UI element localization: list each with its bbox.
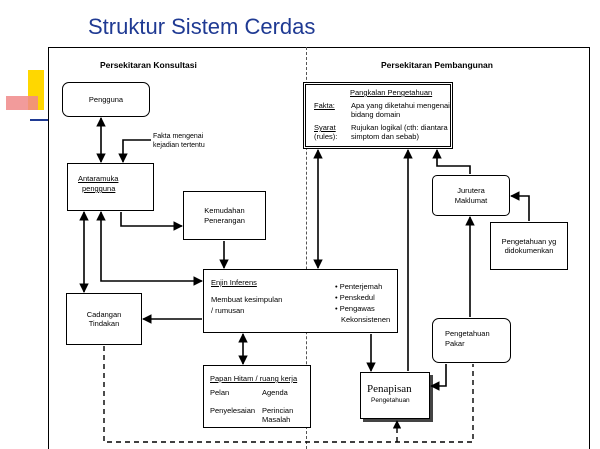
- enjin-item-3-label: Pengawas: [339, 304, 375, 313]
- note-fakta: Fakta mengenai kejadian tertentu: [153, 132, 205, 150]
- papan-pelan: Pelan: [210, 388, 230, 397]
- node-pangkalan-pengetahuan: Pangkalan Pengetahuan Fakta: Apa yang di…: [303, 82, 453, 149]
- papan-agenda: Agenda: [262, 388, 288, 397]
- papan-masalah: Masalah: [262, 415, 291, 424]
- section-consultation: Persekitaran Konsultasi: [100, 60, 197, 70]
- node-cadangan-line2: Tindakan: [88, 319, 120, 328]
- note-fakta-line2: kejadian tertentu: [153, 142, 205, 150]
- node-penapisan-pengetahuan: Penapisan Pengetahuan: [360, 372, 430, 419]
- pangkalan-fakta-label: Fakta:: [314, 101, 335, 110]
- node-pengetahuan-didokumenkan: Pengetahuan yg didokumenkan: [490, 222, 568, 270]
- enjin-item-1-label: Penterjemah: [339, 282, 383, 291]
- node-antaramuka-line2: pengguna: [82, 184, 116, 193]
- node-pengetahuan-pakar: Pengetahuan Pakar: [432, 318, 511, 363]
- node-kemudahan-line2: Penerangan: [204, 215, 245, 225]
- node-dokumen-line1: Pengetahuan yg: [501, 236, 557, 246]
- enjin-desc-line1: Membuat kesimpulan: [211, 295, 283, 304]
- node-penapisan-small: Pengetahuan: [371, 397, 410, 404]
- note-fakta-line1: Fakta mengenai: [153, 133, 204, 140]
- enjin-item-2: • Penskedul: [335, 293, 375, 302]
- node-papan-hitam: Papan Hitam / ruang kerja Pelan Penyeles…: [203, 365, 311, 428]
- node-jurutera-line2: Maklumat: [454, 195, 488, 205]
- pangkalan-syarat-label1: Syarat: [314, 123, 336, 132]
- pangkalan-fakta-line1: Apa yang diketahui mengenai: [351, 101, 450, 110]
- pangkalan-syarat-label2: (rules):: [314, 132, 338, 141]
- section-development: Persekitaran Pembangunan: [381, 60, 493, 70]
- decor-red-block: [6, 96, 38, 110]
- node-pengguna-label: Pengguna: [88, 94, 124, 104]
- node-pakar-line1: Pengetahuan: [445, 329, 490, 338]
- node-pengguna: Pengguna: [62, 82, 150, 117]
- node-cadangan-tindakan: Cadangan Tindakan: [66, 293, 142, 345]
- section-divider: [306, 47, 307, 449]
- node-dokumen-line2: didokumenkan: [504, 246, 554, 255]
- node-penapisan-big: Penapisan: [367, 383, 412, 395]
- enjin-item-1: • Penterjemah: [335, 282, 383, 291]
- decor-line: [30, 119, 48, 121]
- pangkalan-syarat-line2: simptom dan sebab): [351, 132, 419, 141]
- node-jurutera-line1: Jurutera: [457, 186, 485, 196]
- pangkalan-syarat-line1: Rujukan logikal (cth: diantara: [351, 123, 448, 132]
- enjin-desc-line2: / rumusan: [211, 306, 245, 315]
- node-enjin-inferens: Enjin Inferens Membuat kesimpulan / rumu…: [203, 269, 398, 333]
- enjin-item-4: Kekonsistenen: [341, 315, 391, 324]
- enjin-item-2-label: Penskedul: [339, 293, 375, 302]
- enjin-item-3: • Pengawas: [335, 304, 375, 313]
- node-cadangan-line1: Cadangan: [86, 309, 122, 319]
- node-jurutera-maklumat: Jurutera Maklumat: [432, 175, 510, 216]
- papan-title: Papan Hitam / ruang kerja: [210, 374, 298, 383]
- slide-title: Struktur Sistem Cerdas: [88, 14, 316, 39]
- node-kemudahan-penerangan: Kemudahan Penerangan: [183, 191, 266, 240]
- papan-penyelesaian: Penyelesaian: [210, 406, 256, 415]
- pangkalan-fakta-line2: bidang domain: [351, 110, 401, 119]
- node-kemudahan-line1: Kemudahan: [204, 206, 245, 216]
- papan-perincian: Perincian: [262, 406, 294, 415]
- node-pakar-line2: Pakar: [445, 339, 465, 348]
- enjin-title: Enjin Inferens: [211, 278, 257, 287]
- pangkalan-title: Pangkalan Pengetahuan: [350, 88, 433, 97]
- diagram-frame: [48, 47, 590, 449]
- node-antaramuka-pengguna: Antaramuka pengguna: [67, 163, 154, 211]
- node-antaramuka-line1: Antaramuka: [78, 174, 119, 183]
